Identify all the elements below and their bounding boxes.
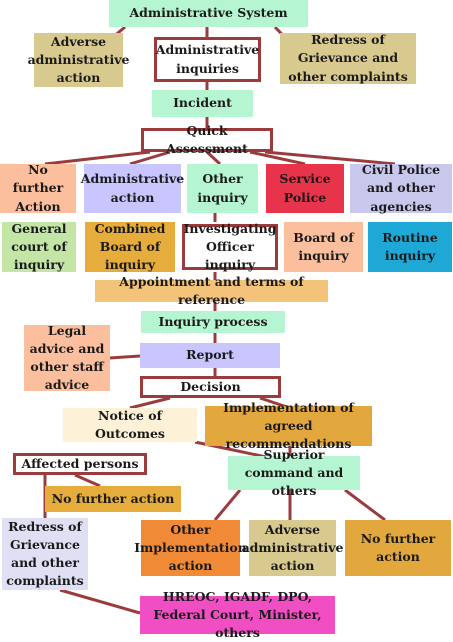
node-service-police: Service Police [266,164,344,213]
node-adverse-administrative-action-top: Adverse administrative action [27,33,130,87]
connector-line [74,473,101,488]
connector-line [249,150,306,166]
node-quick-assessment: Quick Assessment [141,123,273,156]
node-redress-of-grievance-top: Redress of Grievance and other complaint… [280,32,416,84]
connector-line [344,488,386,522]
node-civil-police: Civil Police and other agencies [350,162,452,214]
connector-line [129,396,171,410]
node-routine-inquiry: Routine inquiry [368,222,452,272]
node-no-further-action-1: No further Action [0,162,76,214]
node-appointment-and-terms: Appointment and terms of reference [95,274,328,307]
node-board-of-inquiry: Board of inquiry [284,222,363,272]
node-administrative-inquiries: Administrative inquiries [154,37,261,82]
connector-line [59,588,141,615]
node-redress-of-grievance-bottom: Redress of Grievance and other complaint… [2,518,88,590]
connector-line [129,150,171,166]
node-investigating-officer-inquiry: Investigating Officer inquiry [182,220,278,273]
node-legal-advice: Legal advice and other staff advice [24,323,110,392]
node-decision: Decision [140,376,281,398]
connector-line [264,150,396,166]
node-general-court-of-inquiry: General court of inquiry [2,221,76,272]
node-administrative-action: Administrative action [81,164,184,213]
node-other-implementation-action: Other Implementation action [134,520,247,576]
node-hreoc-igadf-dpo: HREOC, IGADF, DPO, Federal Court, Minist… [140,589,335,640]
node-administrative-system: Administrative System [109,0,308,27]
connector-line [205,150,222,166]
node-superior-command: Superior command and others [228,447,360,498]
node-no-further-action-2: No further action [45,486,181,512]
connector-line [213,489,242,521]
node-report: Report [140,343,280,368]
node-notice-of-outcomes: Notice of Outcomes [63,408,197,442]
connector-line [109,354,141,360]
node-combined-board-of-inquiry: Combined Board of inquiry [85,221,175,272]
connector-line [44,150,151,166]
node-implementation-of-agreed-recommendations: Implementation of agreed recommendations [205,400,372,451]
node-no-further-action-3: No further action [345,520,451,576]
node-incident: Incident [152,90,253,117]
node-affected-persons: Affected persons [13,453,147,475]
node-other-inquiry: Other inquiry [187,164,258,213]
node-inquiry-process: Inquiry process [141,311,285,333]
node-adverse-administrative-action-bottom: Adverse administrative action [242,520,343,576]
